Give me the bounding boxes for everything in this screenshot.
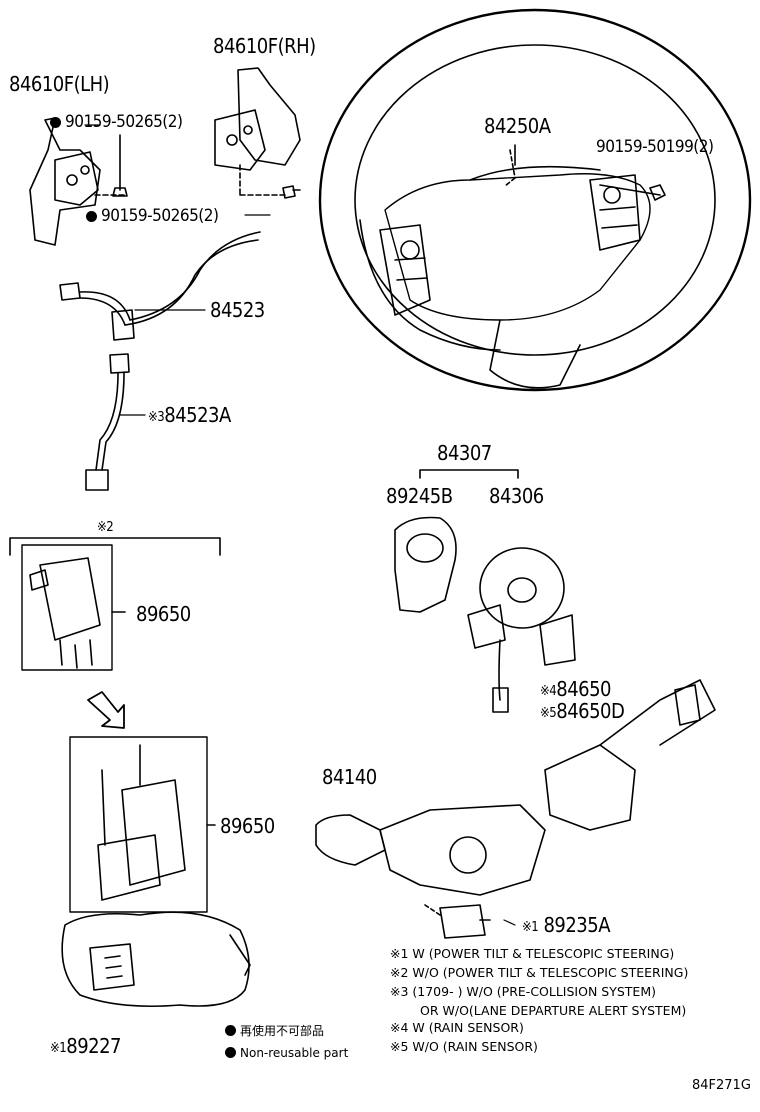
part-89650-lower: 89650 [220, 814, 275, 838]
legend-jp-text: 再使用不可部品 [240, 1024, 325, 1038]
note-mark-1b: ※1 [50, 1041, 67, 1056]
steering-column-drawing [61, 911, 251, 1008]
legend-en-text: Non-reusable part [240, 1046, 349, 1060]
part-84523a: ※384523A [148, 404, 231, 429]
legend-jp: 再使用不可部品 [225, 1024, 324, 1039]
actuator-89650-box-upper [21, 544, 126, 671]
part-84610f-lh: 84610F(LH) [9, 72, 110, 96]
note-mark-5: ※5 [540, 706, 557, 721]
note-mark-1a: ※1 [522, 920, 539, 935]
part-84306: 84306 [489, 484, 544, 508]
bracket-84307 [419, 469, 519, 479]
bolt-number-lower: 90159-50265(2) [101, 206, 219, 226]
note-mark-4: ※4 [540, 684, 557, 699]
part-84650: ※484650 [540, 678, 611, 703]
legend-dot-icon [225, 1047, 236, 1058]
part-84140: 84140 [322, 765, 377, 789]
legend-dot-icon [225, 1025, 236, 1036]
wire-harness-84523-drawing [59, 231, 261, 341]
wiper-switch-drawing [544, 679, 716, 831]
bolt-label-lower: 90159-50265(2) [86, 205, 219, 227]
wire-harness-84523a-drawing [85, 353, 130, 491]
note-mark-3: ※3 [148, 410, 165, 425]
paddle-shifter-rh-drawing [214, 67, 301, 196]
non-reusable-dot-icon [50, 117, 61, 128]
note-mark-2-label: ※2 [97, 520, 114, 535]
note-3-cont: OR W/O(LANE DEPARTURE ALERT SYSTEM) [420, 1003, 687, 1018]
part-84307: 84307 [437, 441, 492, 465]
part-84650d: ※584650D [540, 699, 625, 725]
part-89227-number: 89227 [66, 1034, 121, 1058]
part-84250a: 84250A [484, 114, 551, 138]
leader-lines [84, 124, 516, 926]
part-89227: ※189227 [50, 1035, 121, 1060]
bolt-label-upper: 90159-50265(2) [50, 111, 183, 133]
non-reusable-dot-icon [86, 211, 97, 222]
steering-wheel-drawing [318, 8, 752, 392]
legend-en: Non-reusable part [225, 1046, 348, 1061]
spiral-cable-89245b-drawing [394, 516, 457, 613]
paddle-shifter-lh-drawing [29, 117, 126, 246]
figure-code: 84F271G [692, 1078, 751, 1093]
bolt-drawing [112, 134, 301, 199]
direction-arrow [87, 691, 125, 729]
note-2: ※2 W/O (POWER TILT & TELESCOPIC STEERING… [390, 965, 689, 980]
part-89235a-number: 89235A [543, 913, 610, 937]
note2-bracket [9, 537, 221, 556]
note-5: ※5 W/O (RAIN SENSOR) [390, 1039, 538, 1054]
part-89650-upper: 89650 [136, 602, 191, 626]
bolt-label-wheel: 90159-50199(2) [596, 137, 714, 157]
part-89245b: 89245B [386, 484, 453, 508]
note-3: ※3 (1709- ) W/O (PRE-COLLISION SYSTEM) [390, 984, 656, 999]
bolt-number-upper: 90159-50265(2) [65, 112, 183, 132]
part-89235a: ※1 89235A [522, 914, 610, 939]
part-84523a-number: 84523A [164, 403, 231, 427]
spiral-cable-84306-drawing [467, 547, 576, 713]
note-1: ※1 W (POWER TILT & TELESCOPIC STEERING) [390, 946, 675, 961]
actuator-89650-box-lower [69, 736, 216, 913]
note-4: ※4 W (RAIN SENSOR) [390, 1020, 524, 1035]
part-84650-number: 84650 [556, 677, 611, 701]
turn-signal-switch-drawing [315, 804, 546, 939]
part-84523: 84523 [210, 298, 265, 322]
part-84610f-rh: 84610F(RH) [213, 34, 316, 58]
part-84650d-number: 84650D [556, 699, 625, 723]
